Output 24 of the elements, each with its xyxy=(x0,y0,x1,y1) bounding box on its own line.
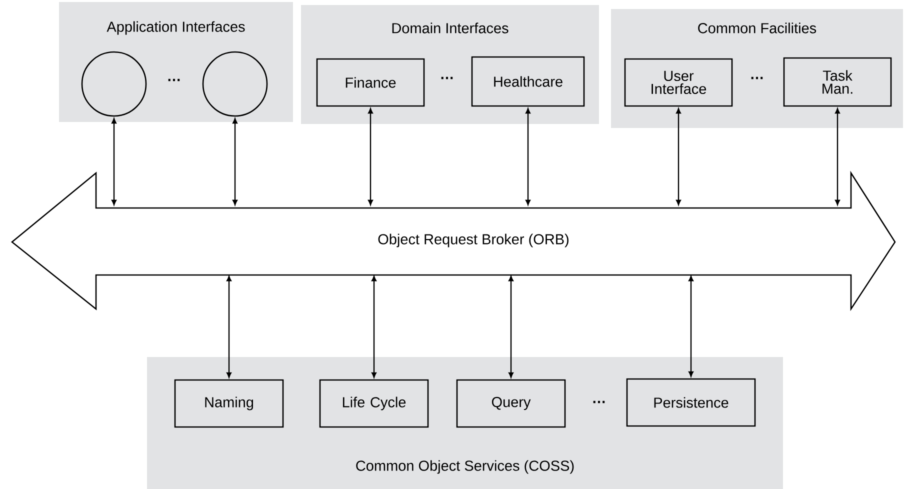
ellipsis: … xyxy=(593,400,605,404)
arrow xyxy=(372,276,376,378)
arrow xyxy=(835,108,840,206)
component-box: User Interface xyxy=(624,58,733,107)
component-box: Persistence xyxy=(626,378,756,427)
arrow xyxy=(688,276,694,377)
arrow xyxy=(232,118,238,206)
circle xyxy=(81,51,147,117)
component-box: Healthcare xyxy=(471,56,585,107)
ellipsis: … xyxy=(751,76,763,80)
component-box: Query xyxy=(456,379,566,428)
circle xyxy=(202,51,268,117)
component-box: Life Cycle xyxy=(319,379,429,428)
arrow xyxy=(368,108,373,206)
component-box: Task Man. xyxy=(783,57,892,107)
arrow xyxy=(676,108,681,206)
component-box: Finance xyxy=(316,58,425,107)
arrow xyxy=(112,118,116,206)
arrow xyxy=(526,108,530,206)
ellipsis: … xyxy=(441,76,453,80)
arrow xyxy=(508,276,514,378)
component-box: Naming xyxy=(174,379,284,428)
ellipsis: … xyxy=(168,78,180,82)
arrow xyxy=(226,276,232,378)
